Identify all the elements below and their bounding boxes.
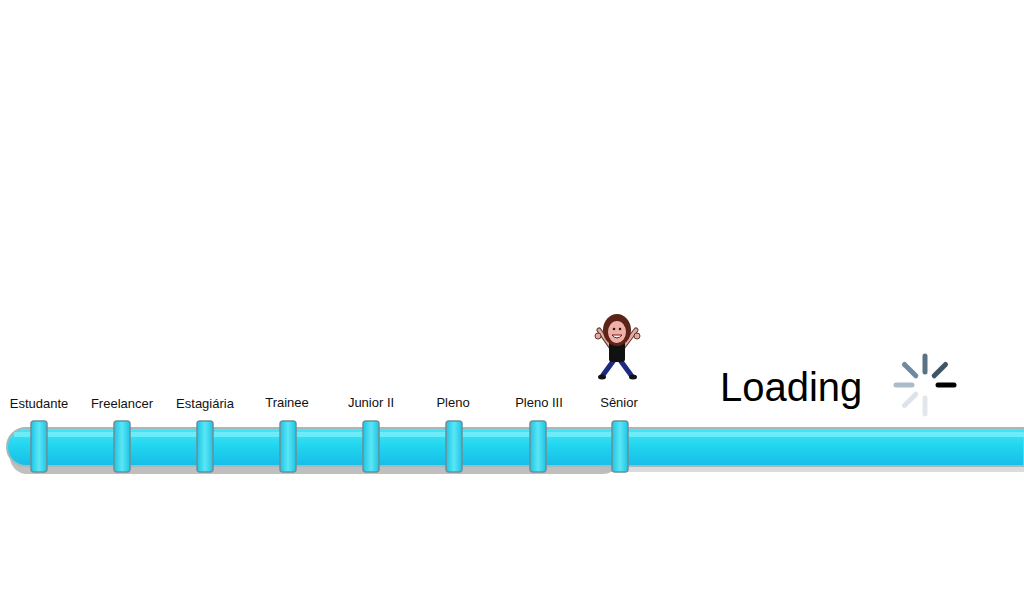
milestone-tick bbox=[530, 421, 546, 472]
stage-label: Junior II bbox=[348, 396, 394, 410]
loading-spinner bbox=[896, 356, 954, 414]
milestone-tick bbox=[363, 421, 379, 472]
spinner-segment bbox=[896, 383, 912, 388]
stage-label: Freelancer bbox=[91, 397, 153, 411]
stage-label: Estudante bbox=[10, 397, 69, 411]
milestone-tick bbox=[446, 421, 462, 472]
stage-label: Sênior bbox=[600, 396, 638, 410]
stage-label: Trainee bbox=[265, 396, 309, 410]
person-figure bbox=[595, 314, 640, 380]
stage-label: Pleno bbox=[436, 396, 469, 410]
milestone-tick bbox=[31, 421, 47, 472]
progress-bar bbox=[7, 428, 1024, 466]
status-label: Loading bbox=[720, 365, 862, 409]
spinner-segment bbox=[904, 364, 915, 375]
milestone-tick bbox=[197, 421, 213, 472]
spinner-segment bbox=[923, 356, 928, 372]
milestone-tick bbox=[114, 421, 130, 472]
milestone-ticks bbox=[31, 421, 628, 472]
stage-label: Pleno III bbox=[515, 396, 563, 410]
spinner-segment bbox=[904, 394, 915, 405]
spinner-segment bbox=[923, 398, 928, 414]
spinner-segment bbox=[934, 394, 945, 405]
milestone-tick bbox=[612, 421, 628, 472]
milestone-tick bbox=[280, 421, 296, 472]
spinner-segment bbox=[938, 383, 954, 388]
spinner-segment bbox=[934, 364, 945, 375]
stage-label: Estagiária bbox=[176, 397, 234, 411]
